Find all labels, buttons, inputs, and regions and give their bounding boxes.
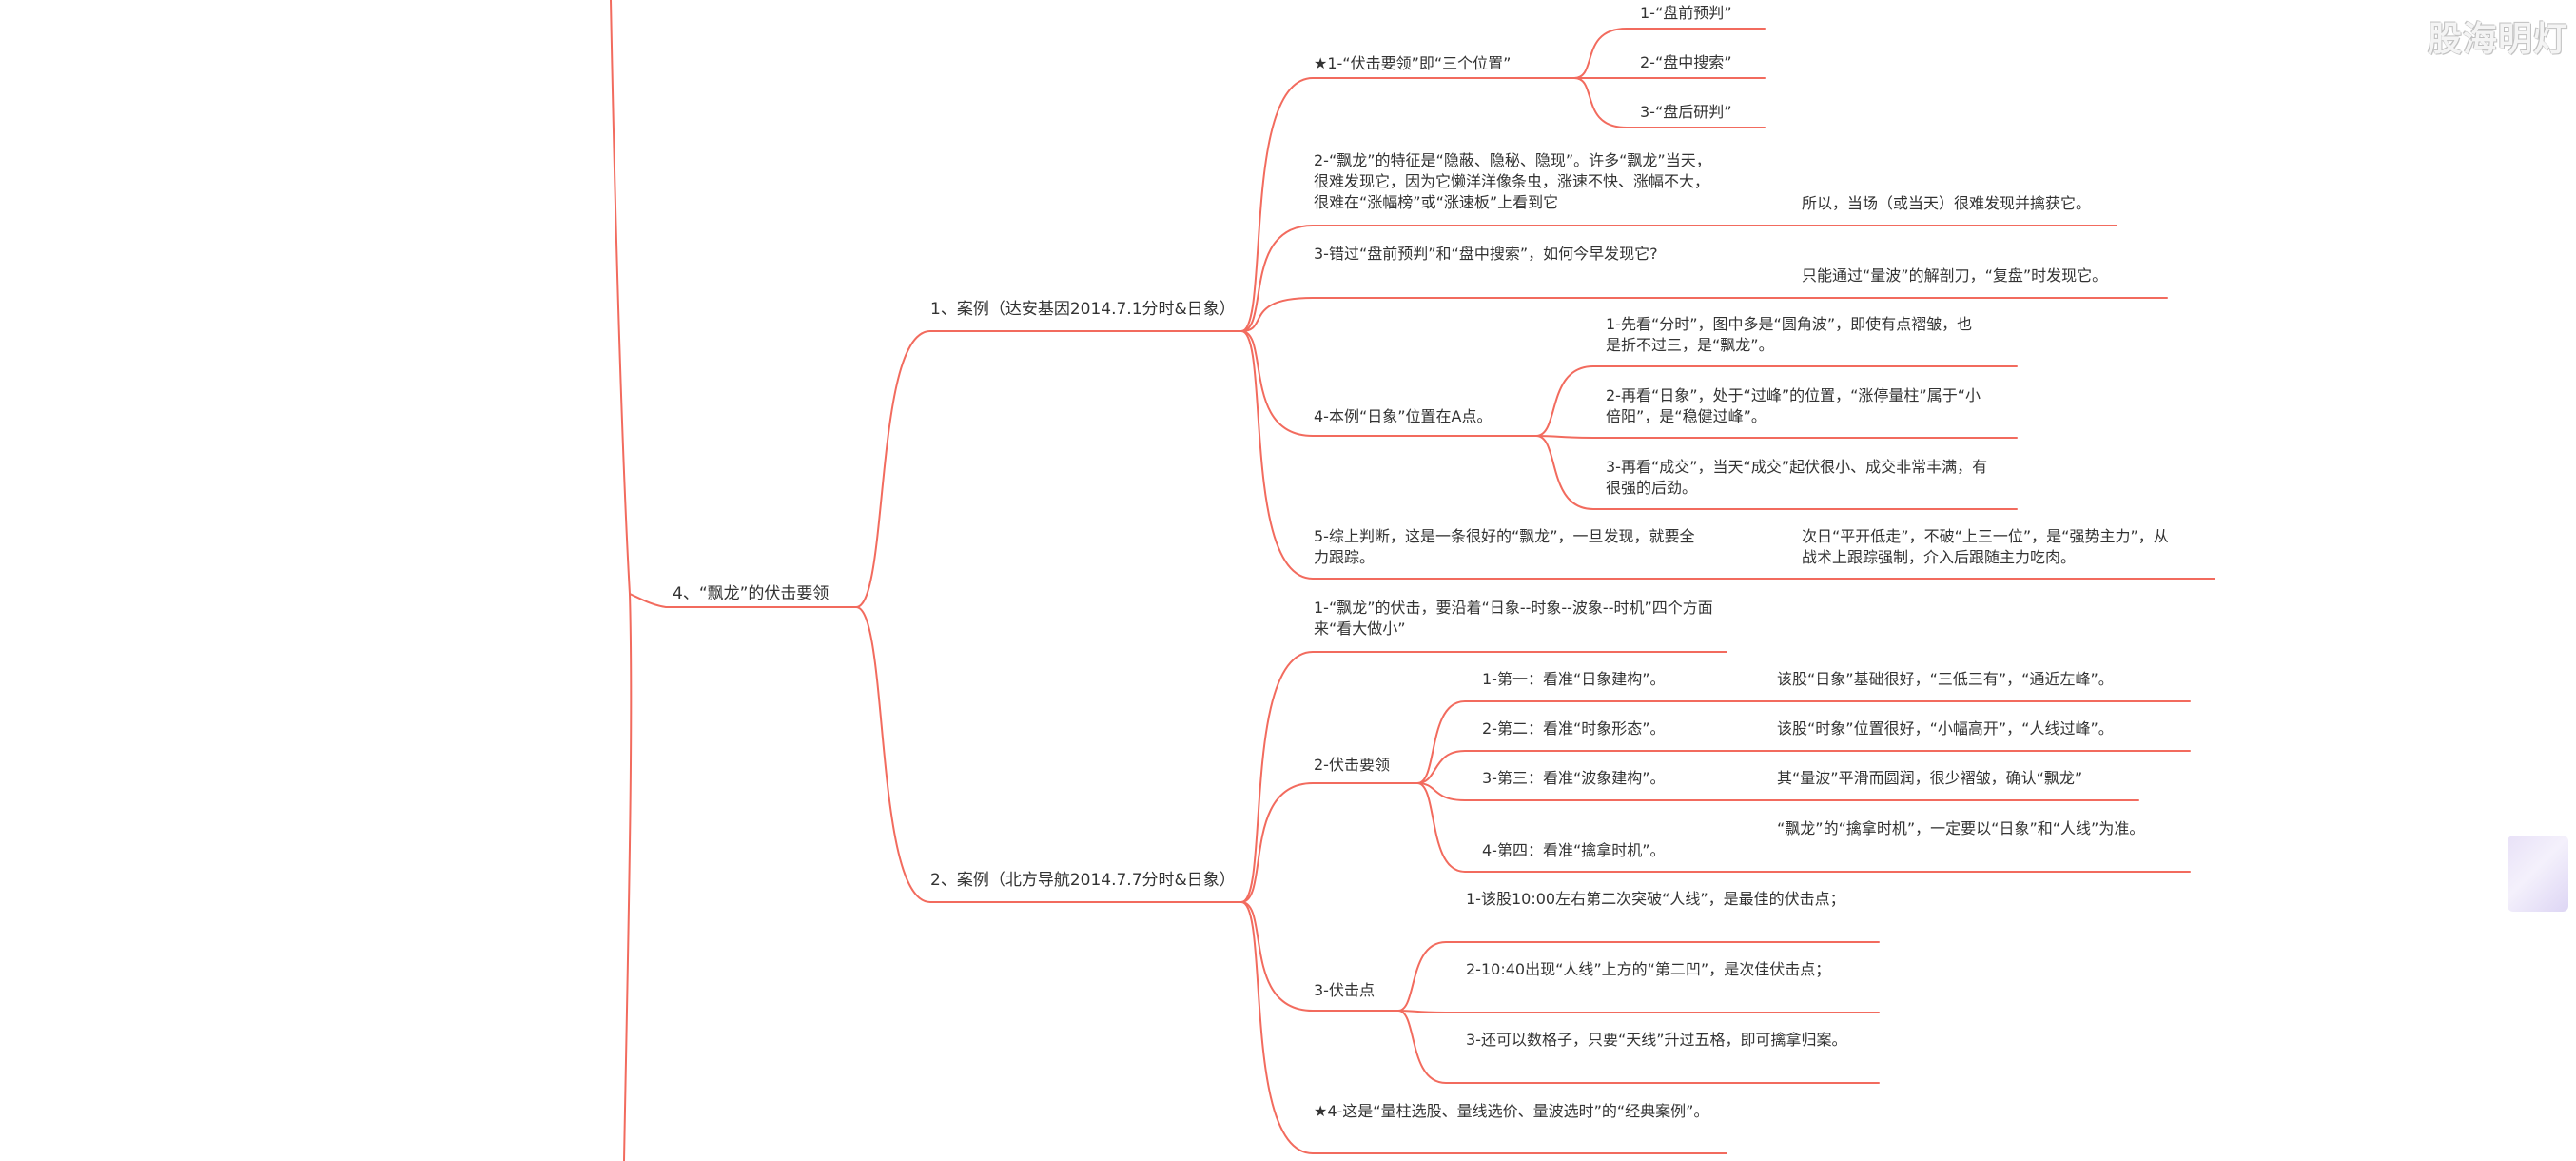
case2-item3-child2[interactable]: 2-10:40出现“人线”上方的“第二凹”，是次佳伏击点； [1466,960,1831,978]
link-c1-item4 [1240,330,1537,437]
link-c2-item2 [1240,782,1418,903]
blurred-thumbnail [2508,836,2568,912]
case1-item1-child1[interactable]: 1-“盘前预判” [1640,4,1732,22]
case1-item5[interactable]: 5-综上判断，这是一条很好的“飘龙”，一旦发现，就要全力跟踪。 [1314,527,1695,566]
case2-item4[interactable]: ★4-这是“量柱选股、量线选价、量波选时”的“经典案例”。 [1314,1102,1709,1120]
case1-item4[interactable]: 4-本例“日象”位置在A点。 [1314,407,1493,425]
case2-item2-child2[interactable]: 2-第二：看准“时象形态”。 [1482,719,1666,738]
link-c2-i2-ch4 [1416,782,2191,873]
case2-item3-child1[interactable]: 1-该股10:00左右第二次突破“人线”，是最佳的伏击点； [1466,890,1845,908]
link-c1-item2 [1240,225,2117,332]
root-spine [610,0,633,1161]
case2-item2-note4[interactable]: “飘龙”的“擒拿时机”，一定要以“日象”和“人线”为准。 [1777,819,2145,837]
case2-item2-child3[interactable]: 3-第三：看准“波象建构”。 [1482,769,1666,787]
case1-item3-note[interactable]: 只能通过“量波”的解剖刀，“复盘”时发现它。 [1802,266,2108,285]
link-c1-i1-ch1 [1573,28,1766,79]
case2-item2-note1[interactable]: 该股“日象”基础很好，“三低三有”，“通近左峰”。 [1777,670,2114,688]
case2-item3[interactable]: 3-伏击点 [1314,981,1375,999]
case1-item2[interactable]: 2-“飘龙”的特征是“隐蔽、隐秘、隐现”。许多“飘龙”当天，很难发现它，因为它懒… [1314,151,1711,211]
link-c2-i2-ch2 [1416,750,2191,784]
case2-item1[interactable]: 1-“飘龙”的伏击，要沿着“日象--时象--波象--时机”四个方面来“看大做小” [1314,599,1713,638]
case1-item4-child2[interactable]: 2-再看“日象”，处于“过峰”的位置，“涨停量柱”属于“小倍阳”，是“稳健过峰”… [1606,386,1981,425]
link-case1 [855,330,1242,608]
link-c2-i3-ch1 [1397,941,1880,1012]
case1-item2-note[interactable]: 所以，当场（或当天）很难发现并擒获它。 [1802,194,2092,212]
link-c2-item4 [1240,901,1727,1154]
root-node[interactable]: 4、“飘龙”的伏击要领 [673,584,829,603]
case1-item4-child3[interactable]: 3-再看“成交”，当天“成交”起伏很小、成交非常丰满，有很强的后劲。 [1606,458,1988,497]
watermark-logo: 股海明灯 [2428,20,2569,59]
link-c2-i2-ch3 [1416,782,2139,801]
link-case2 [855,606,1242,903]
link-c1-item5 [1240,330,2215,580]
link-c1-i4-ch2 [1535,435,2018,439]
link-c2-item3 [1240,901,1399,1012]
case1-node[interactable]: 1、案例（达安基因2014.7.1分时&日象） [930,300,1236,319]
link-c2-i2-ch1 [1416,700,2191,784]
case2-item2[interactable]: 2-伏击要领 [1314,756,1390,774]
link-c2-i3-ch2 [1397,1010,1880,1013]
case2-node[interactable]: 2、案例（北方导航2014.7.7分时&日象） [930,871,1236,890]
case2-item2-note3[interactable]: 其“量波”平滑而圆润，很少褶皱，确认“飘龙” [1777,769,2083,787]
case2-item2-note2[interactable]: 该股“时象”位置很好，“小幅高开”，“人线过峰”。 [1777,719,2114,738]
link-c1-item1 [1240,77,1575,332]
case1-item3[interactable]: 3-错过“盘前预判”和“盘中搜索”，如何今早发现它? [1314,245,1658,263]
case1-item4-child1[interactable]: 1-先看“分时”，图中多是“圆角波”，即使有点褶皱，也是折不过三，是“飘龙”。 [1606,315,1973,354]
case2-item2-child1[interactable]: 1-第一：看准“日象建构”。 [1482,670,1666,688]
link-c2-item1 [1240,651,1727,903]
link-c1-i4-ch3 [1535,435,2018,510]
link-c2-i3-ch3 [1397,1010,1880,1084]
case1-item5-note[interactable]: 次日“平开低走”，不破“上三一位”，是“强势主力”，从战术上跟踪强制，介入后跟随… [1802,527,2169,566]
link-c1-item3 [1240,297,2168,332]
root-underline [629,593,857,608]
case2-item2-child4[interactable]: 4-第四：看准“擒拿时机”。 [1482,841,1666,859]
case2-item3-child3[interactable]: 3-还可以数格子，只要“天线”升过五格，即可擒拿归案。 [1466,1031,1847,1049]
case1-item1[interactable]: ★1-“伏击要领”即“三个位置” [1314,54,1512,72]
link-c1-i1-ch3 [1573,77,1766,128]
case1-item1-child2[interactable]: 2-“盘中搜索” [1640,53,1732,71]
case1-item1-child3[interactable]: 3-“盘后研判” [1640,103,1732,121]
link-c1-i4-ch1 [1535,365,2018,437]
